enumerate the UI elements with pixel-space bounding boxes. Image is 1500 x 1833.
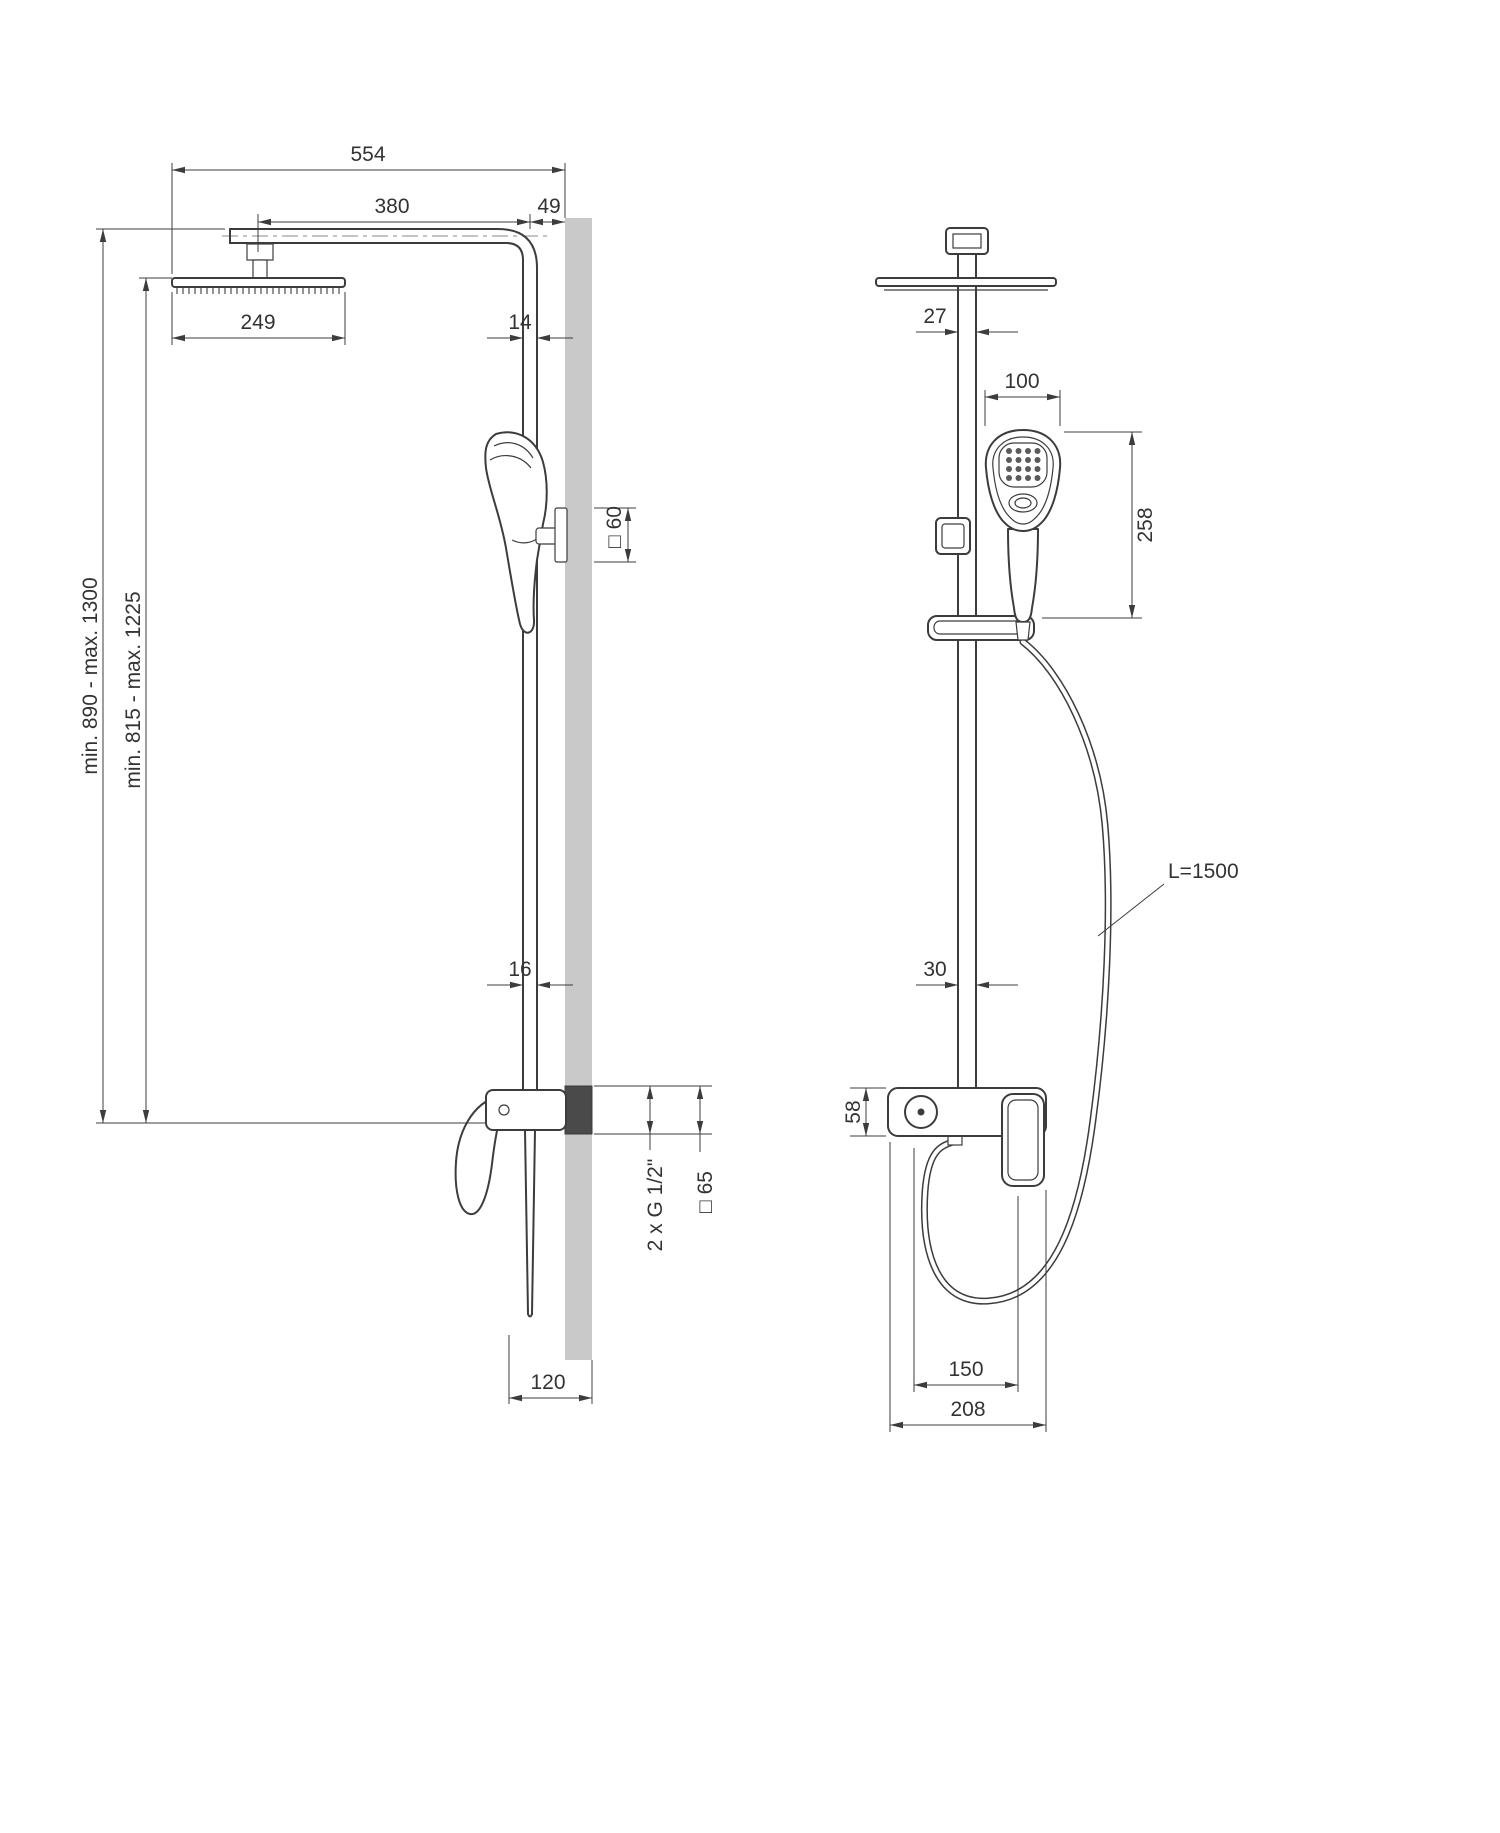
dim-pipe-width-top: 27 bbox=[916, 305, 1018, 336]
dim-mixer-width: 208 bbox=[889, 1142, 1047, 1432]
dim-label-holder-plate: □ 60 bbox=[603, 506, 626, 548]
dim-mixer-height: 58 bbox=[842, 1087, 886, 1137]
top-mount-front bbox=[945, 227, 989, 255]
dim-holder-plate: □ 60 bbox=[594, 506, 636, 563]
dim-height-outer: min. 890 - max. 1300 bbox=[79, 228, 486, 1124]
dim-pipe-bottom: 16 bbox=[487, 958, 573, 989]
wall-section bbox=[565, 218, 592, 1360]
dim-label-height-outer: min. 890 - max. 1300 bbox=[79, 577, 102, 774]
wall-escutcheon bbox=[564, 1085, 593, 1135]
dim-label-arm-reach: 380 bbox=[374, 195, 409, 218]
dim-label-pipe-top: 14 bbox=[508, 311, 532, 334]
dim-label-pipe-width-bottom: 30 bbox=[923, 958, 946, 981]
dim-label-wall-offset: 49 bbox=[537, 195, 560, 218]
spray-plate bbox=[998, 442, 1048, 488]
leader-line bbox=[1097, 883, 1165, 937]
dim-handshower-length: 258 bbox=[1042, 431, 1157, 619]
dim-label-head-width: 249 bbox=[240, 311, 275, 334]
hose-nut bbox=[1015, 621, 1031, 641]
nozzle-face bbox=[176, 288, 341, 294]
spray-nozzles bbox=[1006, 448, 1041, 481]
hose-outlet bbox=[947, 1135, 963, 1146]
dim-head-width: 249 bbox=[171, 292, 346, 345]
rain-head-side bbox=[171, 277, 346, 294]
dim-escutcheon: □ 65 bbox=[694, 1086, 717, 1213]
dim-label-handshower-length: 258 bbox=[1134, 507, 1157, 542]
dim-handshower-width: 100 bbox=[984, 370, 1061, 426]
rain-head-front bbox=[875, 277, 1057, 291]
head-connector-side bbox=[246, 243, 274, 279]
riser-pipe-front bbox=[957, 253, 977, 1089]
dim-label-pipe-bottom: 16 bbox=[508, 958, 531, 981]
dim-label-hose-length: L=1500 bbox=[1168, 860, 1239, 883]
hose-length-callout: L=1500 bbox=[1097, 860, 1239, 937]
dim-label-connections: 2 x G 1/2" bbox=[644, 1159, 667, 1252]
mode-button bbox=[1008, 493, 1038, 513]
dim-arm-reach: 380 bbox=[257, 195, 531, 252]
hand-shower-side bbox=[484, 431, 548, 634]
front-view: 27 100 258 L=1500 30 58 bbox=[842, 227, 1239, 1432]
dim-inlet-spacing: 150 bbox=[913, 1148, 1019, 1392]
hand-shower-handle bbox=[1007, 528, 1039, 623]
dim-label-pipe-width-top: 27 bbox=[923, 305, 946, 328]
hand-shower-holder-side bbox=[535, 507, 568, 563]
mixer-side bbox=[454, 1085, 593, 1216]
mixer-lever-front bbox=[1001, 1093, 1045, 1187]
shower-hose bbox=[920, 638, 1112, 1305]
dim-overall-width: 554 bbox=[171, 143, 566, 274]
mixer-body-side bbox=[485, 1089, 567, 1131]
dim-connections: 2 x G 1/2" bbox=[594, 1085, 712, 1252]
hand-shower-holder-front bbox=[935, 517, 971, 555]
dim-label-inlet-spacing: 150 bbox=[948, 1358, 983, 1381]
riser-pipe-side bbox=[229, 228, 538, 1318]
dim-wall-offset: 49 bbox=[530, 195, 565, 226]
side-view: 554 380 49 249 14 □ 60 bbox=[79, 143, 717, 1404]
hand-shower-head bbox=[984, 429, 1062, 532]
dim-label-handshower-width: 100 bbox=[1004, 370, 1039, 393]
dim-pipe-top: 14 bbox=[487, 311, 573, 342]
shelf-tray-front bbox=[927, 615, 1035, 641]
dim-height-inner: min. 815 - max. 1225 bbox=[122, 277, 172, 1123]
dim-label-overall-width: 554 bbox=[350, 143, 385, 166]
hand-shower-front bbox=[984, 429, 1062, 641]
dim-label-spout-projection: 120 bbox=[530, 1371, 565, 1394]
dim-label-mixer-width: 208 bbox=[950, 1398, 985, 1421]
mixer-front bbox=[887, 1087, 1047, 1187]
dim-label-escutcheon: □ 65 bbox=[694, 1171, 717, 1213]
dim-spout-projection: 120 bbox=[508, 1335, 593, 1404]
dim-label-height-inner: min. 815 - max. 1225 bbox=[122, 591, 145, 788]
dim-label-mixer-height: 58 bbox=[842, 1100, 865, 1123]
dim-pipe-width-bottom: 30 bbox=[916, 958, 1018, 989]
